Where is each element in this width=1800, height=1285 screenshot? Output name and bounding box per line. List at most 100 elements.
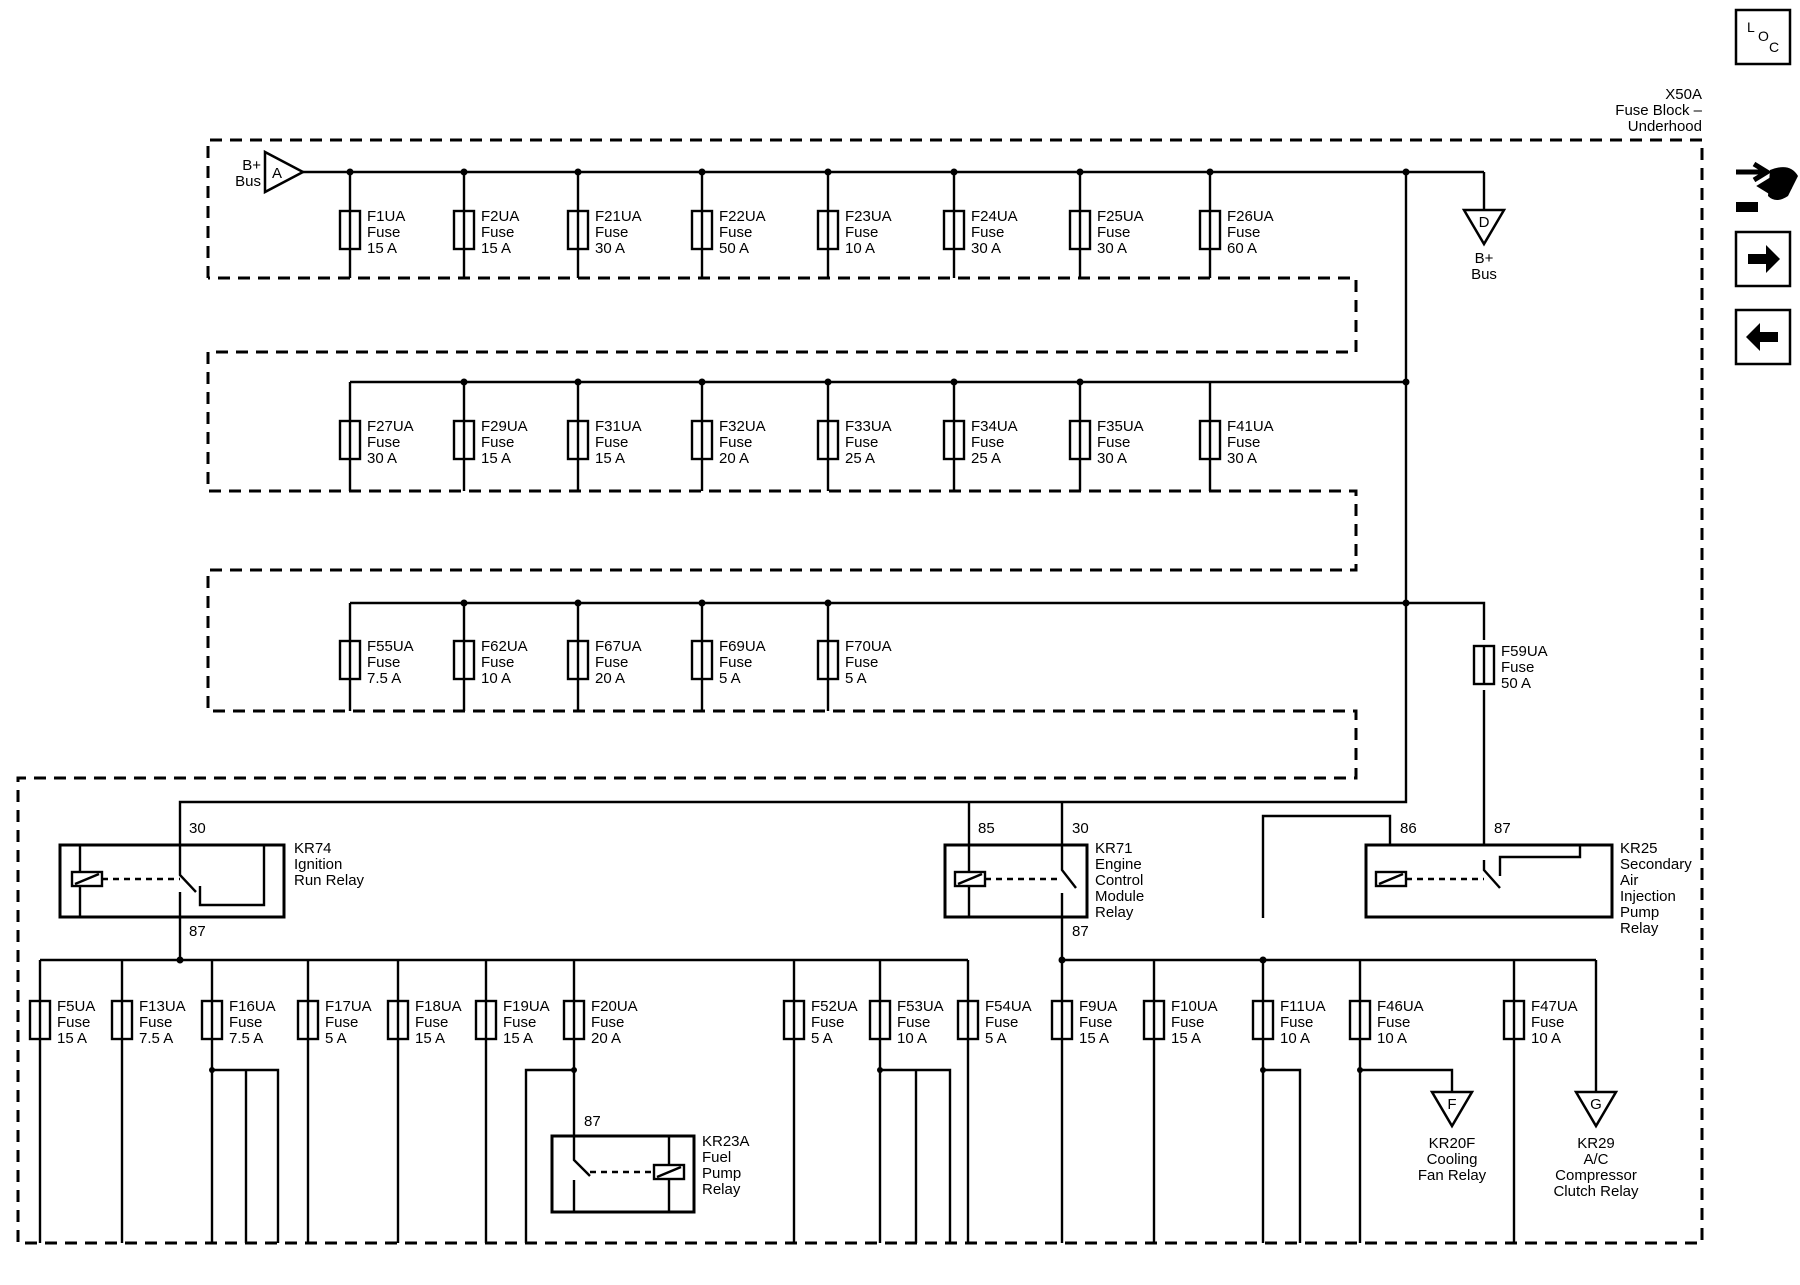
kr71-line-5: Relay [1095, 904, 1134, 921]
fuse-rating-label: 30 A [1097, 240, 1127, 257]
fuse-type-label: Fuse [1501, 659, 1534, 676]
fuse-id-label: F67UA [595, 638, 642, 655]
arrow-left-icon[interactable] [1734, 308, 1792, 366]
fuse-type-label: Fuse [719, 654, 752, 671]
loc-letter-l: L [1747, 19, 1755, 35]
bus-a-label-1: B+ [242, 157, 261, 174]
fuse-rating-label: 15 A [367, 240, 397, 257]
offpage-f-line-2: Cooling [1427, 1151, 1478, 1168]
fuse-rating-label: 30 A [595, 240, 625, 257]
fuse-type-label: Fuse [591, 1014, 624, 1031]
fuse-id-label: F9UA [1079, 998, 1117, 1015]
fuse-rating-label: 30 A [971, 240, 1001, 257]
arrow-right-icon[interactable] [1734, 230, 1792, 288]
fuse-rating-label: 7.5 A [367, 670, 401, 687]
fuse-id-label: F35UA [1097, 418, 1144, 435]
fuse-id-label: F25UA [1097, 208, 1144, 225]
fuse-rating-label: 25 A [845, 450, 875, 467]
relay-kr74: 30 87 KR74 Ignition Run Relay [58, 820, 365, 940]
fuse-type-label: Fuse [139, 1014, 172, 1031]
fuse-rating-label: 30 A [1227, 450, 1257, 467]
wiring [38, 170, 1598, 1243]
kr74-line-2: Ignition [294, 856, 342, 873]
fuse-type-label: Fuse [897, 1014, 930, 1031]
fuse-rating-label: 5 A [811, 1030, 833, 1047]
kr25-pin-86: 86 [1400, 820, 1417, 837]
fuse-rating-label: 60 A [1227, 240, 1257, 257]
kr25-line-2: Secondary [1620, 856, 1692, 873]
kr71-line-4: Module [1095, 888, 1144, 905]
fuse-type-label: Fuse [57, 1014, 90, 1031]
fuse-id-label: F19UA [503, 998, 550, 1015]
fuse-type-label: Fuse [845, 224, 878, 241]
fuse-rating-label: 10 A [1531, 1030, 1561, 1047]
fuse-rating-label: 10 A [1377, 1030, 1407, 1047]
fuse-type-label: Fuse [595, 224, 628, 241]
offpage-g-line-1: KR29 [1577, 1135, 1615, 1152]
loc-letter-o: O [1758, 28, 1769, 44]
fuse-id-label: F23UA [845, 208, 892, 225]
fuse-type-label: Fuse [845, 434, 878, 451]
kr71-pin-87: 87 [1072, 923, 1089, 940]
fuse-rating-label: 7.5 A [139, 1030, 173, 1047]
fuse-id-label: F27UA [367, 418, 414, 435]
bus-d-label-2: Bus [1471, 266, 1497, 283]
fuse-id-label: F5UA [57, 998, 95, 1015]
fuse-type-label: Fuse [481, 434, 514, 451]
kr71-pin-30: 30 [1072, 820, 1089, 837]
fuse-type-label: Fuse [1227, 434, 1260, 451]
fuse-type-label: Fuse [325, 1014, 358, 1031]
fuse-rating-label: 20 A [591, 1030, 621, 1047]
fuse-type-label: Fuse [595, 434, 628, 451]
fuse-rating-label: 15 A [415, 1030, 445, 1047]
relay-kr71: 85 30 87 KR71 Engine Control Module Rela… [943, 820, 1144, 940]
offpage-g-terminal: G KR29 A/C Compressor Clutch Relay [1553, 1090, 1639, 1200]
loc-button[interactable]: L O C [1734, 8, 1792, 66]
fuse-rating-label: 5 A [325, 1030, 347, 1047]
kr23a-line-4: Relay [702, 1181, 741, 1198]
fuse-id-label: F55UA [367, 638, 414, 655]
fuse-type-label: Fuse [845, 654, 878, 671]
fuse-rating-label: 20 A [719, 450, 749, 467]
bus-a-terminal: A B+ Bus [235, 149, 306, 195]
fuse-rating-label: 30 A [1097, 450, 1127, 467]
kr71-line-3: Control [1095, 872, 1143, 889]
offpage-g-line-4: Clutch Relay [1553, 1183, 1639, 1200]
fuse-id-label: F17UA [325, 998, 372, 1015]
fuse-type-label: Fuse [595, 654, 628, 671]
kr25-line-5: Pump [1620, 904, 1659, 921]
fuse-rating-label: 5 A [845, 670, 867, 687]
block-name-line2: Underhood [1628, 118, 1702, 135]
fuse-id-label: F33UA [845, 418, 892, 435]
bus-d-letter: D [1479, 214, 1490, 231]
fuse-rating-label: 10 A [481, 670, 511, 687]
kr71-line-1: KR71 [1095, 840, 1133, 857]
offpage-g-line-2: A/C [1583, 1151, 1608, 1168]
junction-dots [176, 168, 1410, 1073]
fuse-type-label: Fuse [1097, 224, 1130, 241]
fuse-type-label: Fuse [481, 654, 514, 671]
fuse-id-label: F22UA [719, 208, 766, 225]
connector-icon[interactable] [1736, 161, 1798, 212]
fuse-rating-label: 5 A [985, 1030, 1007, 1047]
fuse-type-label: Fuse [971, 434, 1004, 451]
fuse-type-label: Fuse [481, 224, 514, 241]
fuse-id-label: F47UA [1531, 998, 1578, 1015]
fuse-id-label: F52UA [811, 998, 858, 1015]
